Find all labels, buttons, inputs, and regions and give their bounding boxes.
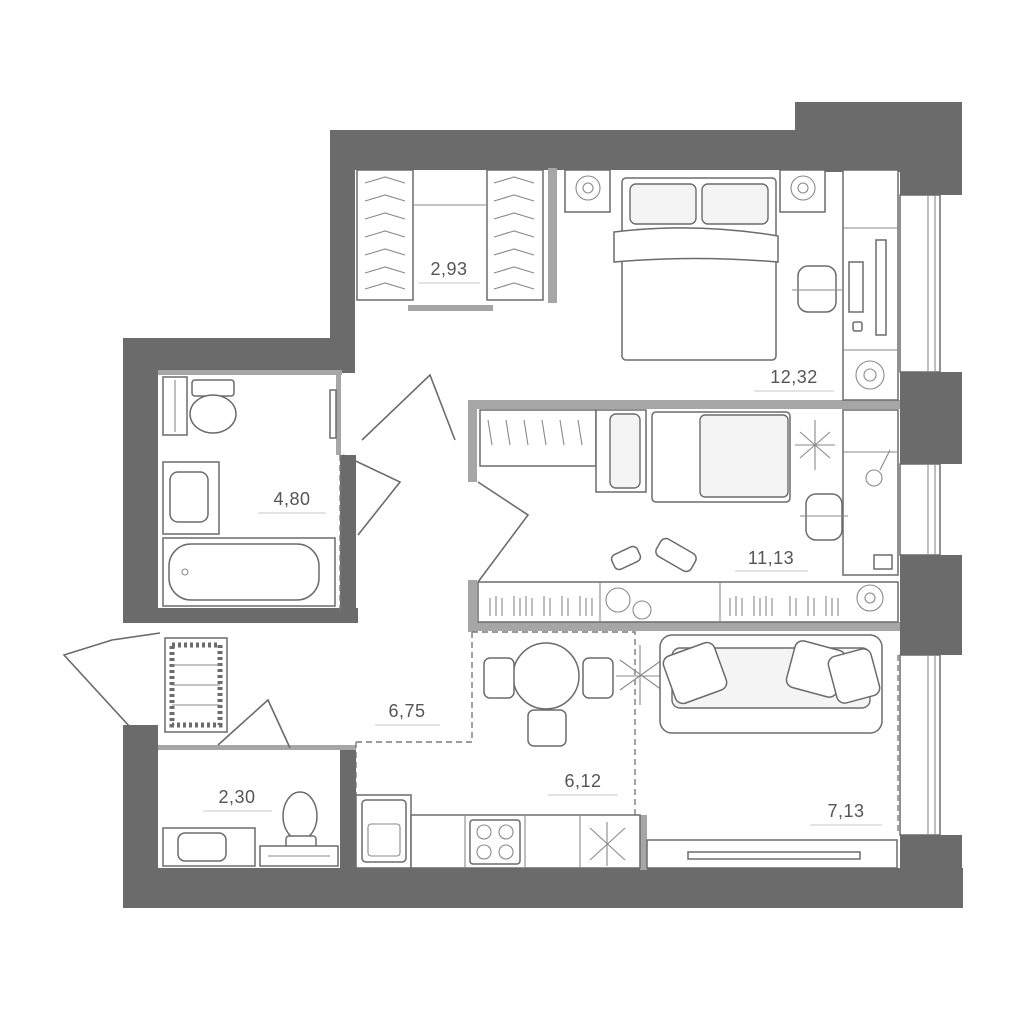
area-label-bedroom: 12,32 [770,367,818,387]
plant-icon [795,420,835,470]
hallway [164,637,228,733]
plant-icon [575,175,816,201]
plant-icon [616,645,666,705]
kitchen-sink-icon [361,799,407,863]
hangers-icon [364,176,535,290]
tv-unit-icon [646,839,898,869]
hangers-icon [487,419,583,446]
plant-icon [605,584,884,620]
area-label-living-room: 7,13 [827,801,864,821]
area-label-wc: 2,30 [218,787,255,807]
area-labels: 2,93 12,32 4,80 11,13 6,75 6,12 7,13 2,3… [203,259,882,826]
fan-icon [589,822,626,866]
desk-chair-icon [792,265,842,313]
wardrobe-room [356,169,544,301]
toilet-icon [282,791,318,849]
dining-table-icon [483,642,614,747]
stove-icon [469,819,521,865]
toilet-icon [189,379,237,434]
bathroom [162,376,337,607]
doors [62,373,530,749]
books-icon [489,596,839,616]
toy-car-icon [610,537,697,573]
kids-room [477,409,899,623]
sink-icon [162,461,220,535]
desk-chair-icon [800,493,848,541]
sofa-icon [659,634,883,734]
bathtub-icon [162,537,336,607]
bedroom [564,169,899,401]
windows [899,194,941,836]
area-label-kids-room: 11,13 [748,548,794,568]
interior-partitions [158,168,900,870]
area-label-wardrobe: 2,93 [430,259,467,279]
plant-icon [855,360,885,390]
sink-icon [162,827,256,867]
exterior-walls [123,102,963,908]
area-label-kitchen: 6,12 [564,771,601,791]
rug-icon [164,637,228,733]
area-label-bathroom: 4,80 [273,489,310,509]
guitar-icon [865,449,891,487]
kitchen [355,642,641,869]
living-room [616,634,898,869]
area-label-hallway: 6,75 [388,701,425,721]
wc [162,791,339,867]
